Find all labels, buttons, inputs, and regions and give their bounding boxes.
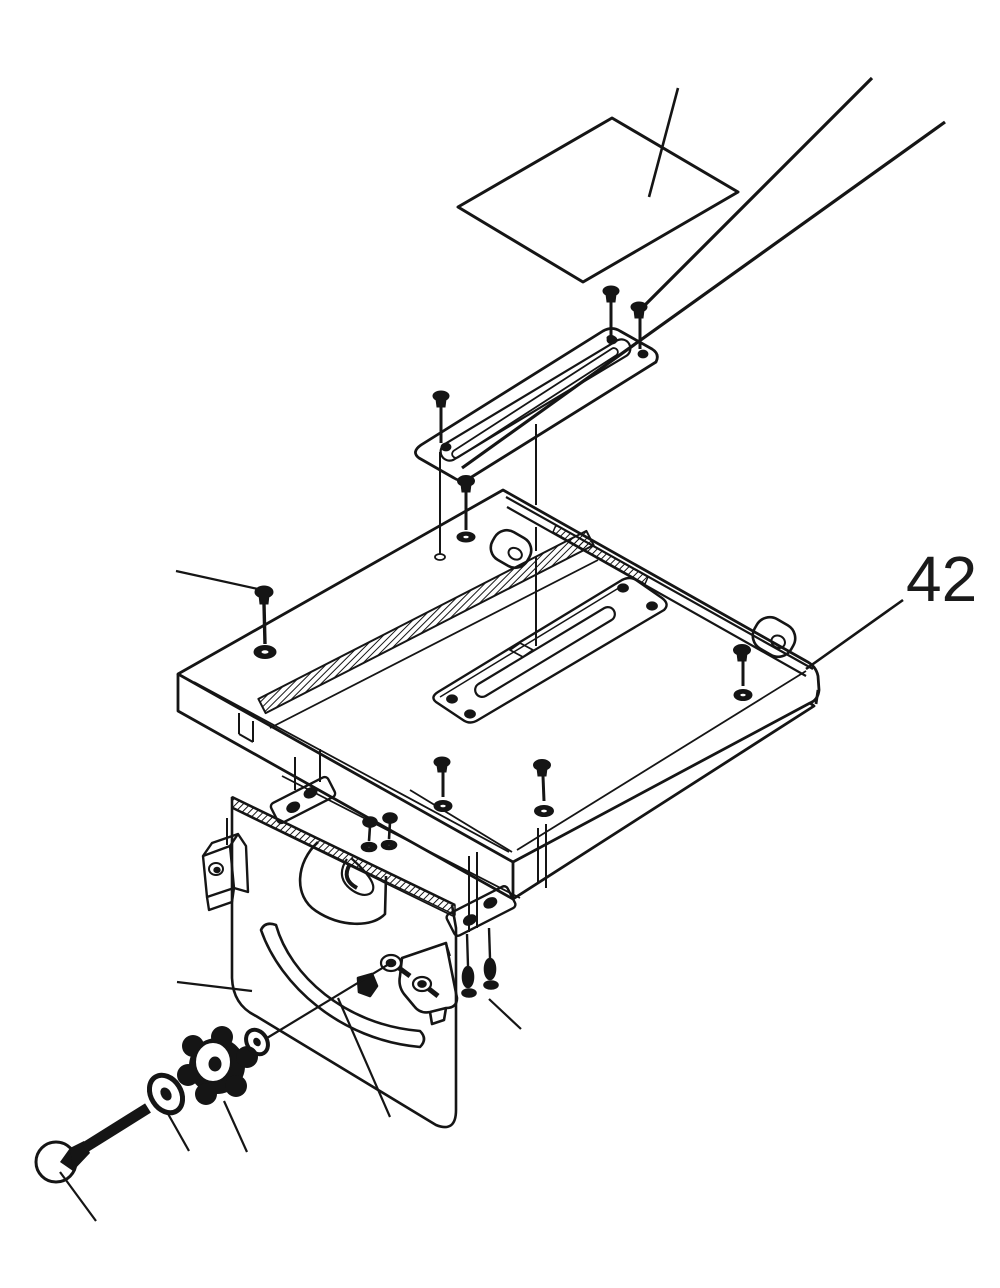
screw-icon xyxy=(630,301,648,349)
leader-line xyxy=(175,569,259,591)
sheet-plate xyxy=(456,87,740,284)
plate-hole xyxy=(637,349,649,359)
support-lines xyxy=(294,749,547,932)
screw-icon xyxy=(483,927,499,990)
assembly-axis-line xyxy=(266,963,390,1039)
clamp-block xyxy=(201,818,250,912)
miter-slot xyxy=(257,529,599,729)
pivot-hump xyxy=(298,841,388,926)
screw-icon xyxy=(360,816,378,853)
table-top xyxy=(176,488,821,901)
hinge-lug xyxy=(489,528,533,570)
screw-icon xyxy=(175,569,277,659)
table-screws xyxy=(175,569,753,817)
callout-label: 42 xyxy=(906,543,977,615)
throat-plate-screws xyxy=(432,285,648,646)
callout-42: 42 xyxy=(805,543,977,671)
bevel-front-plate xyxy=(230,795,458,1129)
insert-recess xyxy=(432,576,668,724)
sheet-leader-line xyxy=(647,87,680,198)
screw-icon xyxy=(733,644,753,701)
screw-icon xyxy=(433,756,453,812)
screw-icon xyxy=(533,759,554,817)
mounting-bracket xyxy=(445,885,517,937)
ring-washer xyxy=(244,1027,270,1057)
throat-plate xyxy=(414,327,659,482)
bolt-assembly xyxy=(34,963,390,1184)
bevel-arc-slot xyxy=(259,922,426,1049)
miter-notch xyxy=(238,713,254,743)
housing xyxy=(201,749,547,1129)
hex-bolt xyxy=(34,1103,151,1184)
mounting-bracket xyxy=(269,775,337,825)
callout-leader-line xyxy=(805,598,904,671)
flat-washer xyxy=(146,1072,186,1116)
screw-icon xyxy=(456,475,476,543)
top-right-leader-lines xyxy=(461,76,946,470)
rail-joint xyxy=(505,496,814,677)
screw-icon xyxy=(380,812,398,851)
screw-icon xyxy=(461,933,477,998)
screw-icon xyxy=(432,390,450,443)
screw-icon xyxy=(602,285,620,342)
table-hole xyxy=(434,553,446,561)
trunnion-clamp xyxy=(356,941,459,1026)
hinge-lug xyxy=(751,615,797,659)
bottom-leader-lines xyxy=(59,980,522,1222)
plate-hole xyxy=(440,442,452,452)
